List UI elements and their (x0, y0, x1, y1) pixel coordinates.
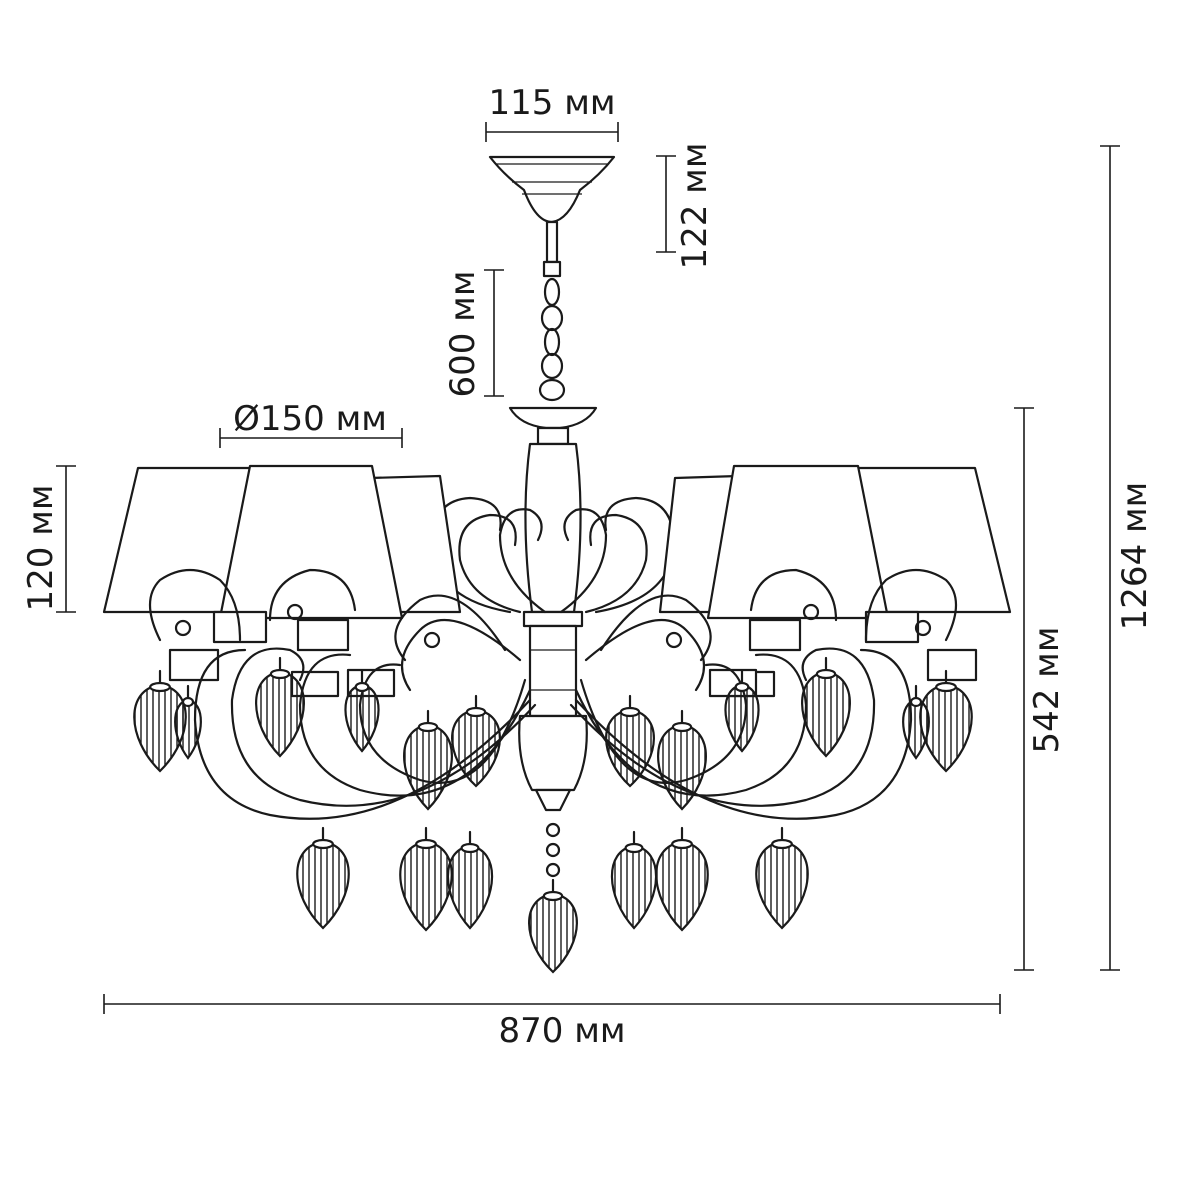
shade-left (218, 464, 404, 620)
crystal-drop (610, 844, 658, 930)
crystal-drop-cap (671, 721, 693, 733)
crystal-drop-cap (417, 721, 439, 733)
crystal-drop (296, 840, 350, 930)
crystal-drop (655, 840, 709, 932)
crystal-drop (657, 723, 707, 811)
crystal-drop (446, 844, 494, 930)
crystal-drop-cap (815, 668, 837, 680)
crystal-drop-cap (312, 838, 334, 850)
dimension-label-canopy-width: 115 мм (488, 83, 615, 123)
crystal-drop-cap (354, 681, 370, 693)
crystal-drop (174, 698, 202, 760)
crystal-drop-cap (671, 838, 693, 850)
crystal-drop-cap (465, 706, 487, 718)
crystal-drop-cap (909, 696, 923, 708)
central-column (508, 406, 598, 878)
crystal-drop-cap (269, 668, 291, 680)
crystal-drop (801, 670, 851, 758)
dimension-label-total-width: 870 мм (498, 1011, 625, 1051)
ceiling-canopy (488, 155, 616, 224)
shade-right (706, 464, 890, 620)
dimension-shade-diameter: Ø150 мм (219, 399, 403, 448)
crystal-drop-cap (619, 706, 641, 718)
chain (538, 220, 566, 402)
crystal-drop (344, 683, 380, 753)
dimension-label-shade-height: 120 мм (21, 484, 61, 611)
crystal-drop (399, 840, 453, 932)
dimension-total-width: 870 мм (103, 994, 1001, 1051)
crystal-drop-cap (624, 842, 644, 854)
crystal-drop-cap (415, 838, 437, 850)
crystal-drop-cap (771, 838, 793, 850)
crystal-drop (724, 683, 760, 753)
dimension-label-chain-length: 600 мм (443, 270, 483, 397)
dimension-total-height: 1264 мм (1100, 145, 1155, 971)
dimension-canopy-width: 115 мм (485, 83, 619, 142)
dimension-label-canopy-height: 122 мм (675, 142, 715, 269)
crystal-drops (133, 656, 973, 974)
crystal-drop (755, 840, 809, 930)
crystal-drop-cap (542, 890, 564, 902)
crystal-drop (403, 723, 453, 811)
crystal-drop-cap (181, 696, 195, 708)
dimension-label-shade-diameter: Ø150 мм (233, 399, 387, 439)
dimension-label-total-height: 1264 мм (1115, 482, 1155, 631)
crystal-drop-cap (149, 681, 171, 693)
crystal-drop-cap (935, 681, 957, 693)
dimension-shade-height: 120 мм (21, 465, 76, 613)
dimension-body-height: 542 мм (1014, 407, 1067, 971)
crystal-drop (255, 670, 305, 758)
lamp-shades (102, 464, 1012, 620)
dimension-canopy-height: 122 мм (656, 142, 715, 270)
crystal-drop-cap (734, 681, 750, 693)
crystal-drop (133, 683, 187, 773)
crystal-drop (528, 892, 578, 974)
crystal-drop (919, 683, 973, 773)
dimension-chain-length: 600 мм (443, 269, 504, 398)
dimension-label-body-height: 542 мм (1027, 626, 1067, 753)
crystal-drop (605, 708, 655, 788)
crystal-drop-cap (460, 842, 480, 854)
crystal-drop (451, 708, 501, 788)
